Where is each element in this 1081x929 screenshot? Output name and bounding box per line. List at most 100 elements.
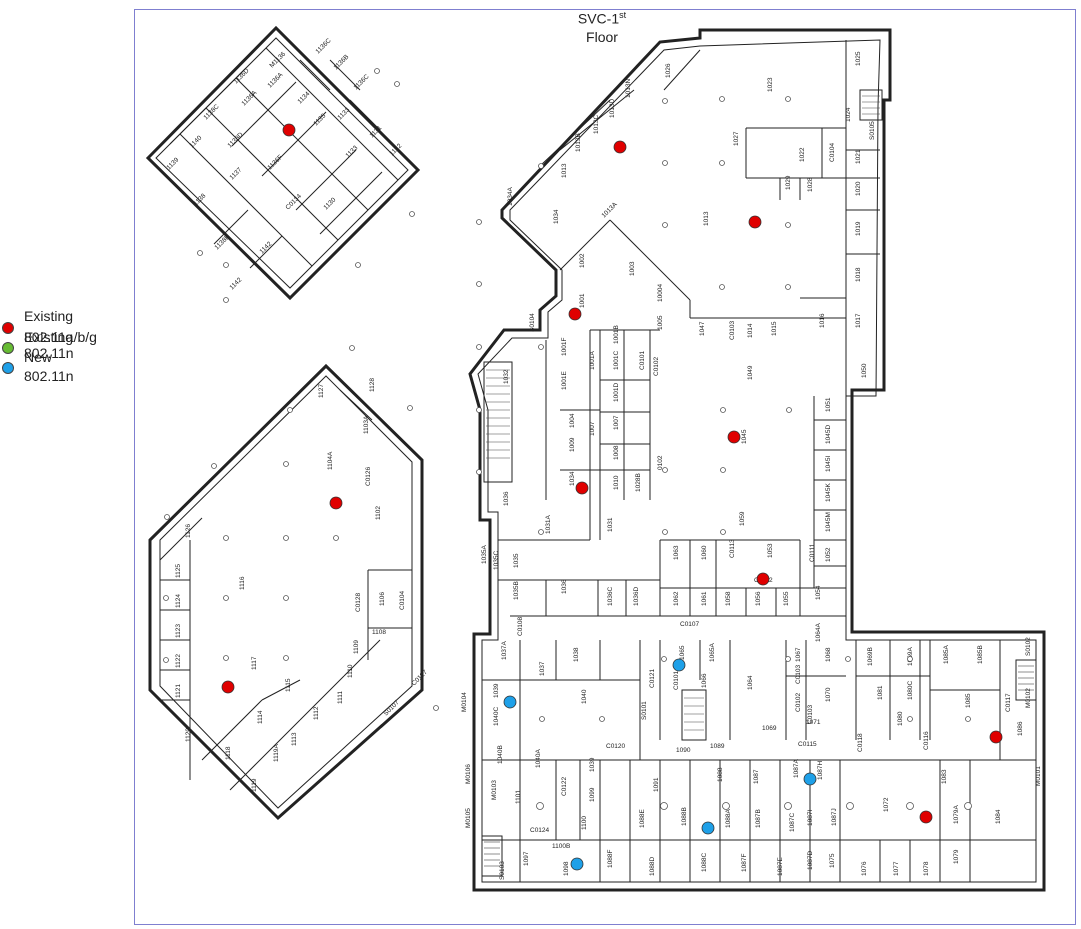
svg-text:1118: 1118 [225,746,232,760]
access-point-existing-abg [727,430,741,444]
svg-text:1075: 1075 [829,853,836,868]
svg-text:1080C: 1080C [907,681,914,700]
svg-text:1070: 1070 [825,687,832,702]
svg-text:1059: 1059 [739,511,746,526]
svg-text:1047: 1047 [699,321,706,336]
svg-text:1109: 1109 [353,640,360,654]
svg-text:C0121: C0121 [649,668,656,688]
svg-text:1077: 1077 [893,861,900,876]
svg-text:1112: 1112 [313,706,320,720]
svg-text:1036C: 1036C [607,587,614,606]
svg-text:1123: 1123 [175,624,182,638]
svg-text:1032: 1032 [503,369,510,384]
svg-text:C0118: C0118 [857,733,864,752]
svg-text:10004: 10004 [657,284,664,302]
main-building-labels: 1025 1023 1026 1013N 1013D 1013C 1013B 1… [461,51,1042,880]
svg-text:1055: 1055 [783,591,790,606]
blue-dot-icon [2,362,14,374]
svg-text:1029: 1029 [785,175,792,190]
svg-text:1010: 1010 [613,475,620,490]
svg-text:C0128: C0128 [355,592,362,612]
access-points-new-n [503,658,817,871]
svg-text:1039: 1039 [493,683,500,698]
svg-text:C0127: C0127 [410,669,429,688]
svg-text:1069: 1069 [762,725,777,732]
svg-text:C0103: C0103 [729,320,736,340]
access-point-new-n [503,695,517,709]
svg-text:1054: 1054 [815,585,822,600]
svg-text:1031: 1031 [607,517,614,532]
svg-text:1101: 1101 [515,790,522,804]
svg-text:1088C: 1088C [701,853,708,872]
svg-text:1003: 1003 [629,261,636,276]
svg-text:1001: 1001 [579,293,586,308]
svg-text:1088: 1088 [717,767,724,782]
svg-text:1106: 1106 [379,592,386,606]
svg-text:1007: 1007 [613,415,620,430]
svg-text:1136A: 1136A [266,71,284,89]
svg-text:1013D: 1013D [609,99,616,118]
svg-text:1037: 1037 [539,661,546,676]
svg-text:1001D: 1001D [613,383,620,402]
svg-text:1045K: 1045K [825,483,832,502]
svg-text:1001E: 1001E [561,371,568,390]
svg-text:1028: 1028 [807,177,814,192]
svg-text:C0124: C0124 [530,827,550,834]
access-point-new-n [672,658,686,672]
svg-text:1136C: 1136C [314,37,332,55]
svg-text:1060: 1060 [701,545,708,560]
svg-text:1040B: 1040B [497,745,504,764]
access-point-existing-abg [756,572,770,586]
svg-text:C0115: C0115 [798,741,817,748]
svg-text:1100: 1100 [581,816,588,830]
svg-text:C0103: C0103 [807,704,814,724]
access-point-new-n [803,772,817,786]
svg-text:1087H: 1087H [817,761,824,780]
svg-text:1104A: 1104A [327,451,334,470]
legend-label-existing-abg-1: Existing [24,308,74,324]
svg-text:1134: 1134 [296,90,311,105]
svg-text:1051: 1051 [825,397,832,412]
svg-text:1079: 1079 [953,849,960,864]
svg-text:1117: 1117 [251,656,258,670]
svg-text:1136B: 1136B [332,54,350,72]
svg-text:1031A: 1031A [545,515,552,534]
svg-text:C0126: C0126 [365,466,372,486]
svg-text:1087B: 1087B [755,809,762,828]
svg-text:1088E: 1088E [639,809,646,828]
svg-text:1013N: 1013N [625,79,632,98]
svg-text:1002: 1002 [579,253,586,268]
svg-text:1038: 1038 [573,647,580,662]
stair-hatching [484,95,1034,867]
svg-text:1137: 1137 [228,166,243,181]
svg-text:1013B: 1013B [575,133,582,152]
svg-text:1062: 1062 [673,591,680,606]
svg-text:1116: 1116 [239,576,246,590]
svg-text:1083: 1083 [941,769,948,784]
svg-text:1138B: 1138B [213,234,231,252]
svg-text:C0107: C0107 [680,621,700,628]
svg-text:1085A: 1085A [943,645,950,664]
svg-text:1020: 1020 [855,181,862,196]
svg-text:C0104: C0104 [399,590,406,610]
svg-text:1066: 1066 [701,673,708,688]
svg-text:C0104: C0104 [829,142,836,162]
title-superscript: st [619,10,627,20]
legend-label-existing-n-1: Existing [24,329,74,345]
svg-text:1007: 1007 [589,421,596,436]
svg-text:1111: 1111 [337,691,344,704]
svg-text:1136C: 1136C [352,73,370,91]
svg-text:1142: 1142 [258,240,273,255]
svg-text:1085: 1085 [965,693,972,708]
svg-text:C0117: C0117 [1005,693,1012,712]
svg-text:1065: 1065 [679,645,686,660]
left-wing [148,363,424,821]
svg-text:C0101: C0101 [639,350,646,370]
svg-text:1086: 1086 [1017,721,1024,736]
svg-text:1087: 1087 [753,769,760,784]
svg-text:1115: 1115 [285,678,292,692]
svg-text:1013A: 1013A [600,201,619,220]
svg-text:1098: 1098 [563,861,570,876]
svg-text:1040: 1040 [581,689,588,704]
